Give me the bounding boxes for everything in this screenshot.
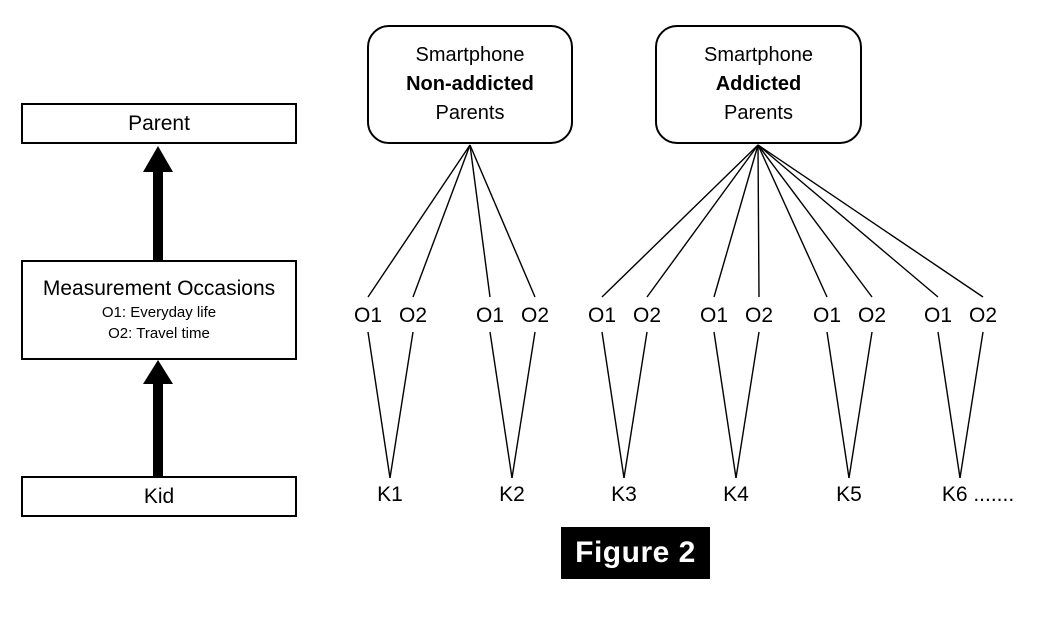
measurement-occasion-o2: O2: Travel time: [108, 325, 210, 342]
group-box-addicted-parents: Smartphone Addicted Parents: [655, 25, 862, 144]
occasion-node-7: O1: [699, 304, 729, 327]
arrow-kid-to-measurement: [143, 360, 173, 476]
measurement-occasions-title: Measurement Occasions: [42, 277, 276, 300]
occasion-node-2: O2: [398, 304, 428, 327]
group-nonaddicted-line1: Smartphone: [415, 44, 525, 66]
measurement-occasions-box: Measurement Occasions O1: Everyday life …: [21, 260, 297, 360]
occasion-node-6: O2: [632, 304, 662, 327]
occasion-to-kid-connectors: [367, 331, 984, 479]
kid-node-3: K3: [611, 483, 637, 506]
kid-node-6: K6 .......: [941, 483, 1015, 506]
group-nonaddicted-line2: Non-addicted: [406, 73, 534, 95]
occasion-node-1: O1: [353, 304, 383, 327]
kid-node-1: K1: [377, 483, 403, 506]
occasion-node-12: O2: [968, 304, 998, 327]
occasion-node-5: O1: [587, 304, 617, 327]
group-nonaddicted-line3: Parents: [435, 102, 505, 124]
arrow-measurement-to-parent: [143, 146, 173, 261]
parent-box: Parent: [21, 103, 297, 144]
occasion-node-9: O1: [812, 304, 842, 327]
fan-nonaddicted-to-occasions: [367, 144, 536, 298]
parent-box-label: Parent: [128, 111, 190, 135]
kid-node-2: K2: [499, 483, 525, 506]
occasion-node-8: O2: [744, 304, 774, 327]
group-addicted-line1: Smartphone: [704, 44, 813, 66]
kid-node-4: K4: [723, 483, 749, 506]
occasion-node-11: O1: [923, 304, 953, 327]
occasion-node-10: O2: [857, 304, 887, 327]
kid-box: Kid: [21, 476, 297, 517]
kid-node-5: K5: [836, 483, 862, 506]
figure-caption: Figure 2: [561, 527, 710, 579]
kid-box-label: Kid: [143, 484, 175, 508]
group-addicted-line2: Addicted: [715, 73, 802, 95]
fan-addicted-to-occasions: [601, 144, 984, 298]
group-addicted-line3: Parents: [724, 102, 793, 124]
occasion-node-4: O2: [520, 304, 550, 327]
occasion-node-3: O1: [475, 304, 505, 327]
measurement-occasion-o1: O1: Everyday life: [101, 304, 217, 321]
group-box-non-addicted-parents: Smartphone Non-addicted Parents: [367, 25, 573, 144]
